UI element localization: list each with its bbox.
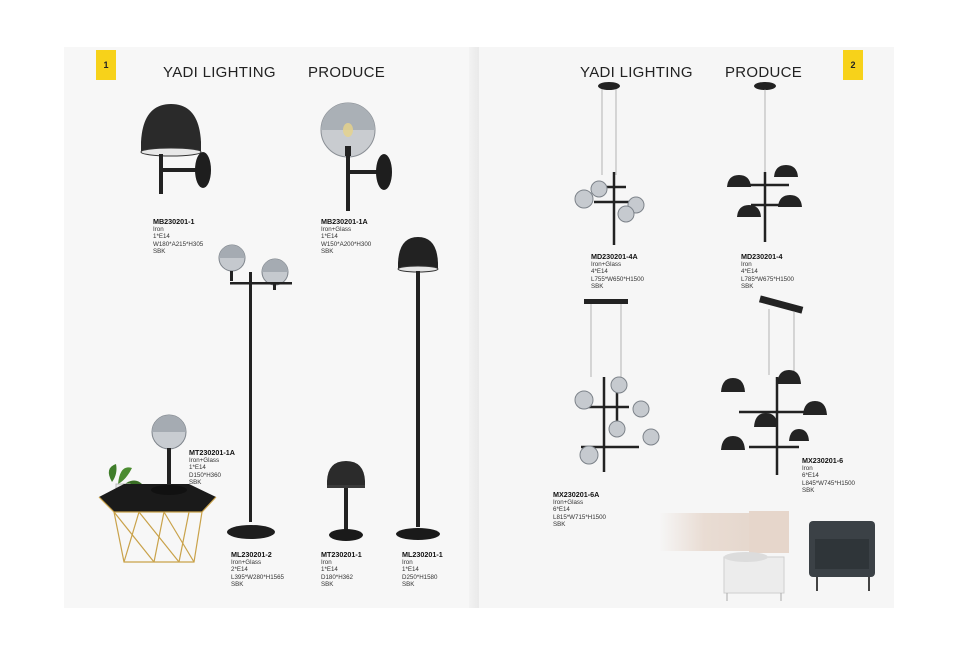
page-right: 2 YADI LIGHTING PRODUCE MD230201-4A Iron…	[479, 47, 894, 608]
product-bulb: 4*E14	[591, 268, 608, 276]
product-bulb: 1*E14	[402, 566, 419, 574]
product-code: MT230201-1	[321, 550, 362, 559]
product-code: ML230201-1	[402, 550, 443, 559]
product-size: D150*H360	[189, 471, 221, 479]
product-bulb: 6*E14	[553, 506, 570, 514]
product-finish: SBK	[591, 283, 604, 291]
product-bulb: 1*E14	[321, 233, 338, 241]
product-code: ML230201-2	[231, 550, 272, 559]
spec-mb230201-1: MB230201-1 Iron 1*E14 W180*A215*H305 SBK	[153, 217, 203, 256]
floor-lamp-two-globe-image	[218, 244, 292, 539]
product-finish: SBK	[153, 248, 166, 256]
product-finish: SBK	[402, 581, 415, 589]
product-material: Iron	[321, 559, 332, 566]
product-material: Iron	[741, 261, 752, 268]
product-finish: SBK	[741, 283, 754, 291]
product-material: Iron+Glass	[231, 559, 262, 566]
product-finish: SBK	[802, 487, 815, 495]
product-size: L845*W745*H1500	[802, 479, 855, 487]
product-bulb: 4*E14	[741, 268, 758, 276]
spec-mx230201-6a: MX230201-6A Iron+Glass 6*E14 L815*W715*H…	[553, 490, 606, 529]
product-material: Iron+Glass	[591, 261, 622, 268]
spec-md230201-4a: MD230201-4A Iron+Glass 4*E14 L755*W650*H…	[591, 252, 644, 291]
product-size: L395*W280*H1565	[231, 573, 284, 581]
chandelier-dome-4-image	[727, 82, 802, 242]
product-bulb: 1*E14	[153, 233, 170, 241]
product-material: Iron	[153, 226, 164, 233]
product-code: MT230201-1A	[189, 448, 235, 457]
product-material: Iron	[402, 559, 413, 566]
product-size: L785*W675*H1500	[741, 275, 794, 283]
page-number-badge: 2	[843, 50, 863, 80]
page-number-badge: 1	[96, 50, 116, 80]
brand-title: YADI LIGHTING	[580, 64, 693, 81]
table-lamp-glass-scene-image	[98, 414, 217, 563]
product-bulb: 2*E14	[231, 566, 248, 574]
product-size: W150*A200*H300	[321, 240, 372, 248]
product-code: MD230201-4	[741, 252, 783, 261]
spec-ml230201-1: ML230201-1 Iron 1*E14 D250*H1580 SBK	[402, 550, 443, 589]
product-size: D250*H1580	[402, 573, 438, 581]
brand-title: YADI LIGHTING	[163, 64, 276, 81]
section-title: PRODUCE	[308, 64, 386, 81]
spec-md230201-4: MD230201-4 Iron 4*E14 L785*W675*H1500 SB…	[741, 252, 794, 291]
chandelier-dome-6-image	[721, 295, 827, 475]
product-code: MX230201-6A	[553, 490, 600, 499]
product-material: Iron+Glass	[189, 457, 220, 464]
product-code: MX230201-6	[802, 456, 844, 465]
page-left: 1 YADI LIGHTING PRODUCE MB230201-1 Iron …	[64, 47, 479, 608]
product-material: Iron	[802, 465, 813, 472]
product-bulb: 1*E14	[321, 566, 338, 574]
spec-mt230201-1a: MT230201-1A Iron+Glass 1*E14 D150*H360 S…	[189, 448, 235, 487]
product-material: Iron+Glass	[321, 226, 352, 233]
product-finish: SBK	[553, 521, 566, 529]
wall-lamp-image	[140, 104, 211, 194]
product-material: Iron+Glass	[553, 499, 584, 506]
product-size: L755*W650*H1500	[591, 275, 644, 283]
furniture-scene-image	[659, 511, 875, 601]
spec-mt230201-1: MT230201-1 Iron 1*E14 D180*H362 SBK	[321, 550, 362, 589]
product-code: MD230201-4A	[591, 252, 638, 261]
section-title: PRODUCE	[725, 64, 803, 81]
product-finish: SBK	[321, 248, 334, 256]
product-size: D180*H362	[321, 573, 353, 581]
product-code: MB230201-1A	[321, 217, 368, 226]
floor-lamp-dome-image	[396, 237, 440, 540]
spec-ml230201-2: ML230201-2 Iron+Glass 2*E14 L395*W280*H1…	[231, 550, 284, 589]
wall-lamp-glass-image	[320, 102, 392, 211]
chandelier-glass-6-image	[574, 299, 660, 472]
product-bulb: 6*E14	[802, 472, 819, 480]
catalog-spread: 1 YADI LIGHTING PRODUCE MB230201-1 Iron …	[64, 47, 894, 608]
product-finish: SBK	[321, 581, 334, 589]
spec-mb230201-1a: MB230201-1A Iron+Glass 1*E14 W150*A200*H…	[321, 217, 371, 256]
product-finish: SBK	[231, 581, 244, 589]
table-lamp-black-image	[327, 461, 365, 541]
product-size: L815*W715*H1500	[553, 513, 606, 521]
product-bulb: 1*E14	[189, 464, 206, 472]
chandelier-glass-4-image	[574, 82, 645, 245]
spec-mx230201-6: MX230201-6 Iron 6*E14 L845*W745*H1500 SB…	[802, 456, 855, 495]
product-finish: SBK	[189, 479, 202, 487]
product-code: MB230201-1	[153, 217, 195, 226]
product-size: W180*A215*H305	[153, 240, 204, 248]
